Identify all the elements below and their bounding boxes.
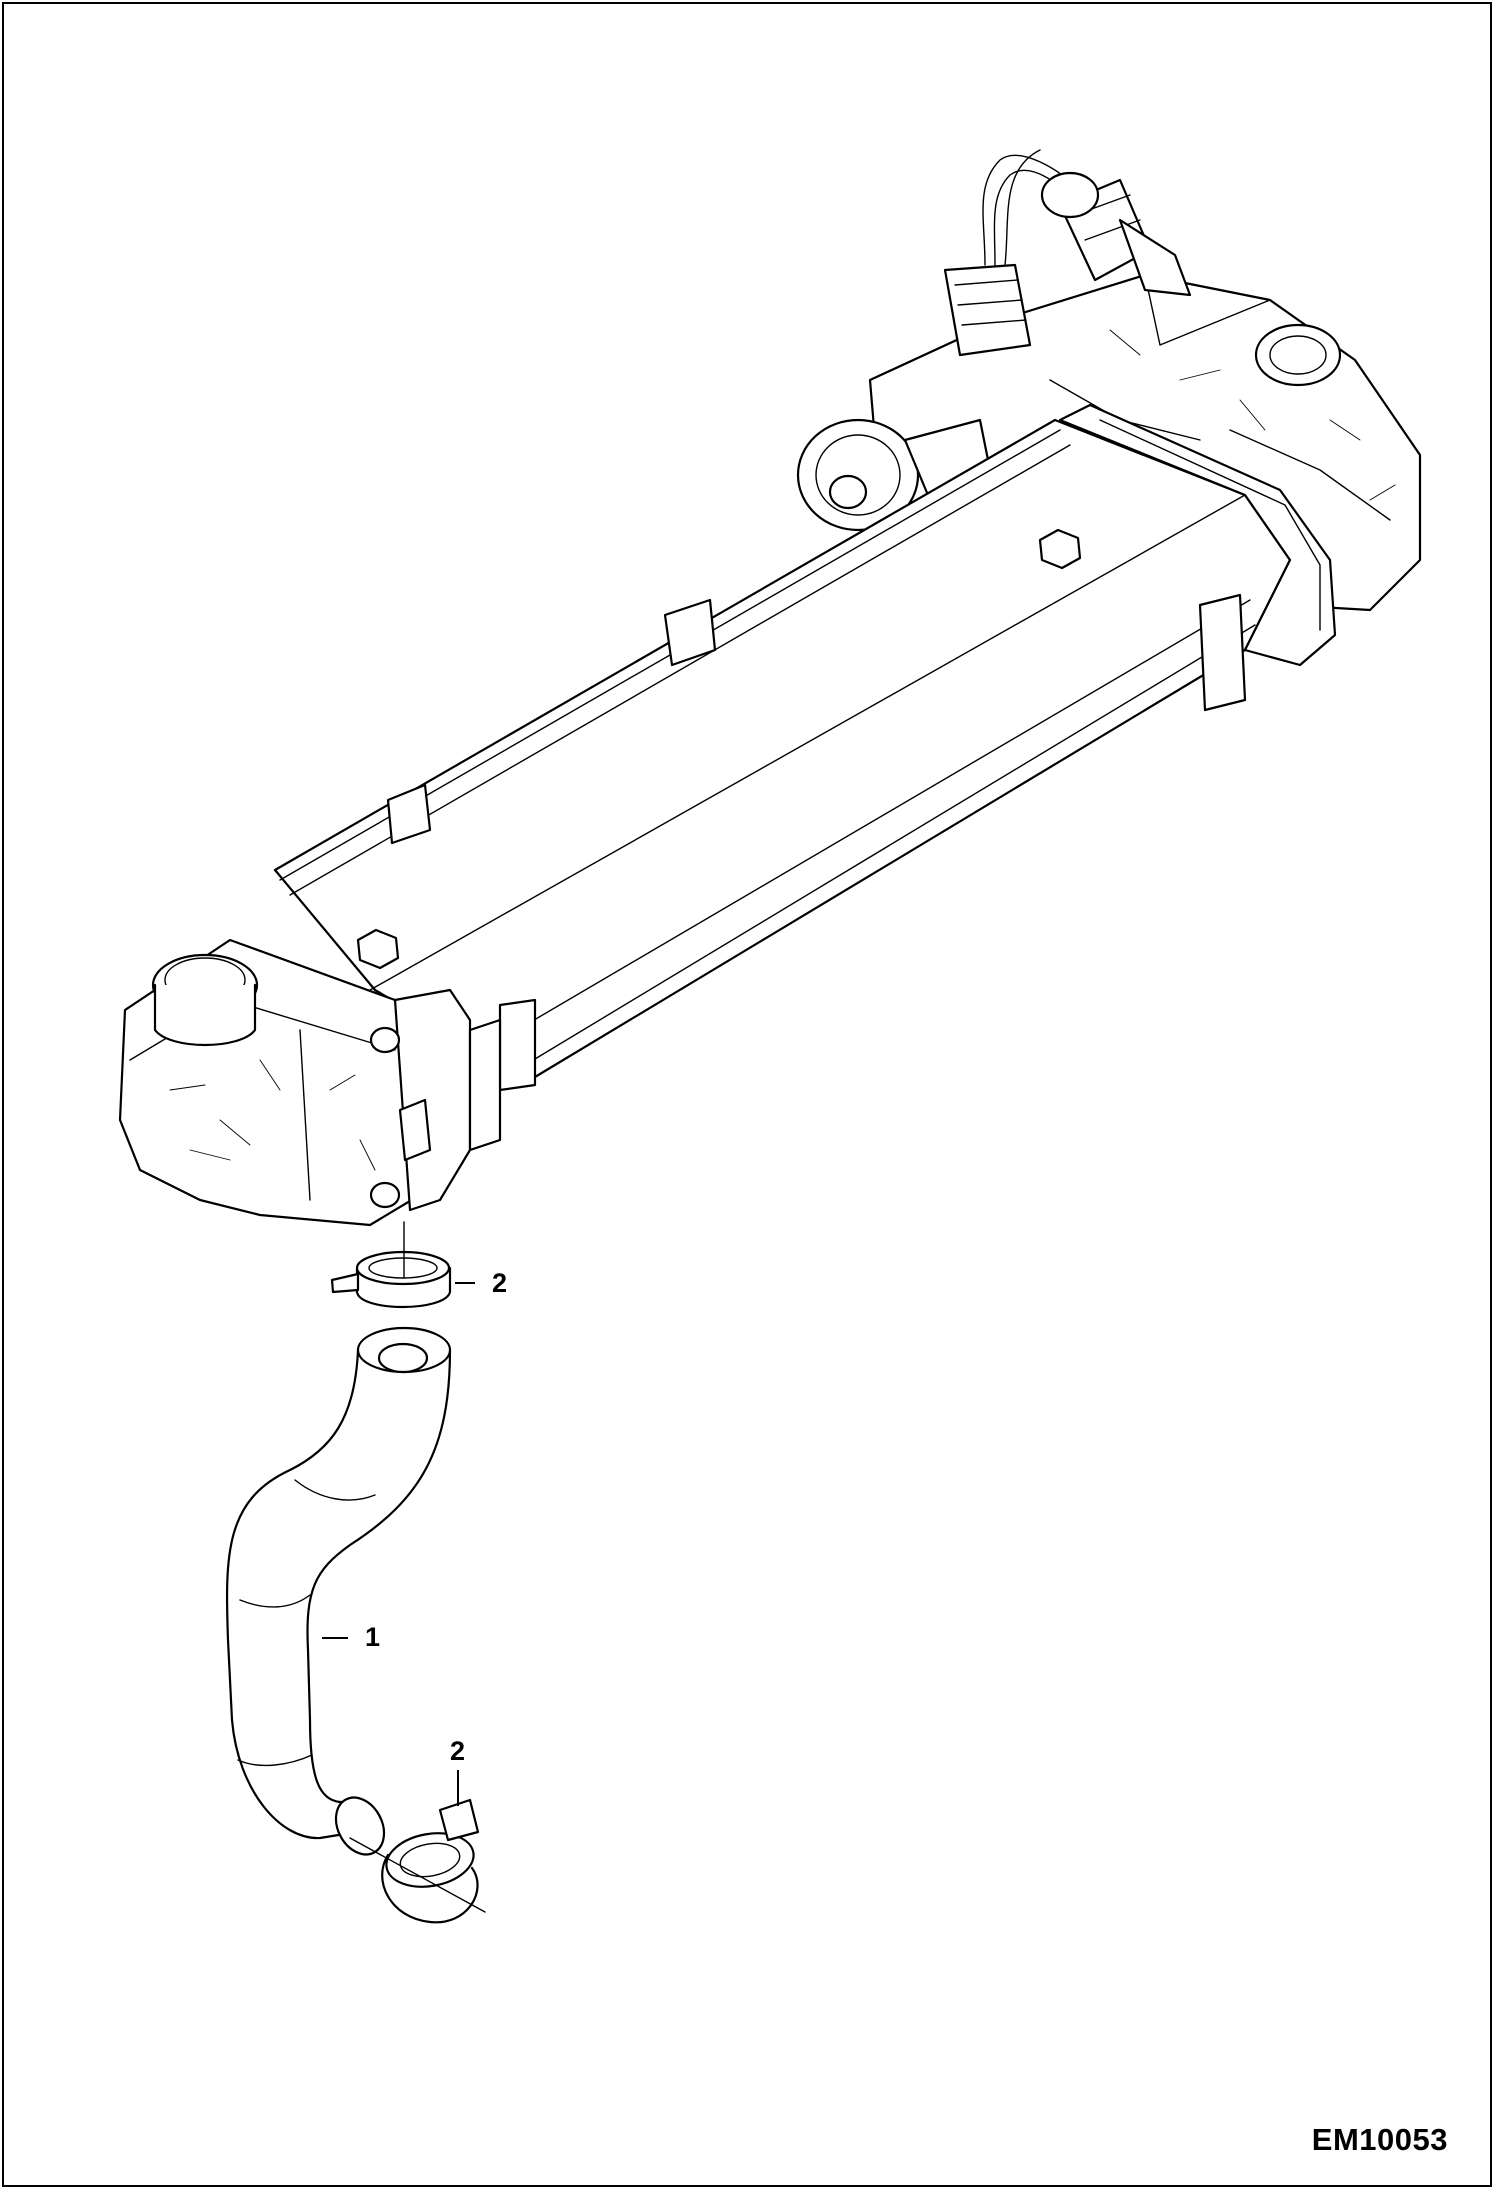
lower-hose-clamp: [349, 1798, 486, 1924]
figure-id: EM10053: [1311, 2122, 1448, 2157]
callout-hose: 1: [365, 1622, 381, 1652]
egr-cooler-body: [273, 403, 1337, 1092]
coolant-hose: [225, 1326, 452, 1856]
callout-upper-clamp: 2: [492, 1268, 508, 1298]
upper-hose-clamp: [330, 1221, 452, 1309]
callout-lower-clamp: 2: [450, 1736, 466, 1766]
outlet-housing: [118, 938, 502, 1227]
